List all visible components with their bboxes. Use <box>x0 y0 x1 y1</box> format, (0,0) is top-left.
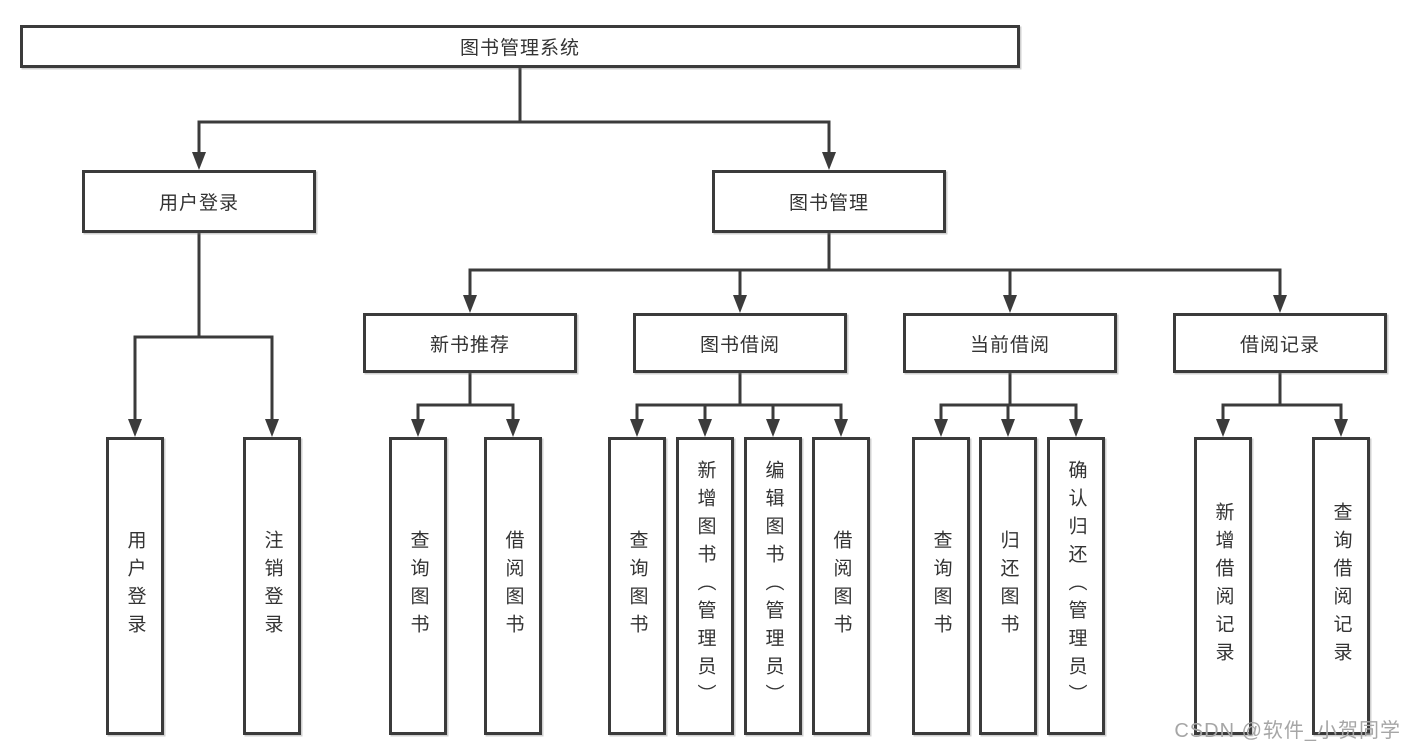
leaf-edit-book-admin-label: 编辑图书（管理员） <box>762 460 784 712</box>
leaf-recommend-borrow-book: 借阅图书 <box>484 437 542 735</box>
leaf-query-borrow-record: 查询借阅记录 <box>1312 437 1370 735</box>
node-root: 图书管理系统 <box>20 25 1020 68</box>
leaf-edit-book-admin: 编辑图书（管理员） <box>744 437 802 735</box>
leaf-add-book-admin-label: 新增图书（管理员） <box>694 460 716 712</box>
leaf-current-query-book: 查询图书 <box>912 437 970 735</box>
node-book-borrowing: 图书借阅 <box>633 313 847 373</box>
new-book-connector <box>411 373 520 437</box>
leaf-return-book-label: 归还图书 <box>997 530 1019 642</box>
node-new-book-recommendation: 新书推荐 <box>363 313 577 373</box>
leaf-query-borrow-record-label: 查询借阅记录 <box>1330 502 1352 670</box>
leaf-confirm-return-admin: 确认归还（管理员） <box>1047 437 1105 735</box>
leaf-add-borrow-record-label: 新增借阅记录 <box>1212 502 1234 670</box>
leaf-current-query-book-label: 查询图书 <box>930 530 952 642</box>
node-new-book-recommendation-label: 新书推荐 <box>429 334 510 356</box>
leaf-user-login: 用户登录 <box>106 437 164 735</box>
leaf-confirm-return-admin-label: 确认归还（管理员） <box>1065 460 1087 712</box>
book-management-connector <box>463 233 1287 313</box>
leaf-borrowing-query-book: 查询图书 <box>608 437 666 735</box>
leaf-logout-label: 注销登录 <box>261 530 283 642</box>
node-book-management-label: 图书管理 <box>788 193 869 214</box>
leaf-borrowing-query-book-label: 查询图书 <box>626 530 648 642</box>
leaf-add-borrow-record: 新增借阅记录 <box>1194 437 1252 735</box>
leaf-recommend-query-book: 查询图书 <box>389 437 447 735</box>
node-user-login: 用户登录 <box>82 170 316 233</box>
leaf-borrowing-borrow-book-label: 借阅图书 <box>830 530 852 642</box>
leaf-borrowing-borrow-book: 借阅图书 <box>812 437 870 735</box>
node-borrowing-records: 借阅记录 <box>1173 313 1387 373</box>
node-current-borrowing: 当前借阅 <box>903 313 1117 373</box>
current-borrowing-connector <box>934 373 1083 437</box>
node-user-login-label: 用户登录 <box>158 193 239 214</box>
leaf-recommend-query-book-label: 查询图书 <box>407 530 429 642</box>
node-borrowing-records-label: 借阅记录 <box>1239 334 1320 356</box>
borrowing-records-connector <box>1216 373 1348 437</box>
node-current-borrowing-label: 当前借阅 <box>969 334 1050 356</box>
leaf-return-book: 归还图书 <box>979 437 1037 735</box>
leaf-add-book-admin: 新增图书（管理员） <box>676 437 734 735</box>
watermark: CSDN @软件_小贺同学 <box>1174 720 1401 742</box>
node-book-management: 图书管理 <box>712 170 946 233</box>
user-login-connector <box>128 233 279 437</box>
node-root-label: 图书管理系统 <box>459 38 580 59</box>
book-borrowing-connector <box>630 373 848 437</box>
leaf-recommend-borrow-book-label: 借阅图书 <box>502 530 524 642</box>
node-book-borrowing-label: 图书借阅 <box>699 334 780 356</box>
leaf-user-login-label: 用户登录 <box>124 530 146 642</box>
root-connector <box>192 68 836 170</box>
leaf-logout: 注销登录 <box>243 437 301 735</box>
